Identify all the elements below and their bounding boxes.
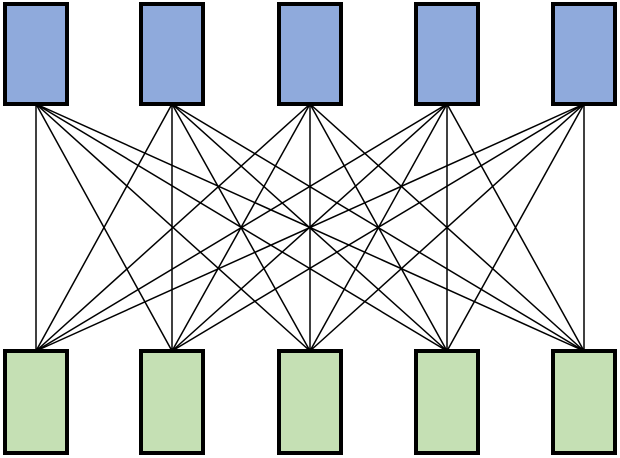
bottom-node-b1	[3, 349, 69, 455]
top-node-t2	[139, 2, 205, 106]
link-t2-b1	[35, 103, 173, 352]
top-node-row	[3, 2, 617, 106]
link-t4-b1	[35, 103, 448, 352]
link-t5-b1	[35, 103, 585, 352]
top-node-t3	[277, 2, 343, 106]
link-t5-b2	[171, 103, 585, 352]
bottom-node-b5	[551, 349, 617, 455]
link-t5-b4	[446, 103, 585, 352]
bottom-node-row	[3, 349, 617, 455]
top-node-t1	[3, 2, 69, 106]
link-t5-b3	[309, 103, 585, 352]
bottom-node-b2	[139, 349, 205, 455]
bottom-node-b3	[277, 349, 343, 455]
top-node-t5	[551, 2, 617, 106]
connection-lines	[35, 103, 585, 352]
bottom-node-b4	[414, 349, 480, 455]
top-node-t4	[414, 2, 480, 106]
link-t3-b1	[35, 103, 311, 352]
